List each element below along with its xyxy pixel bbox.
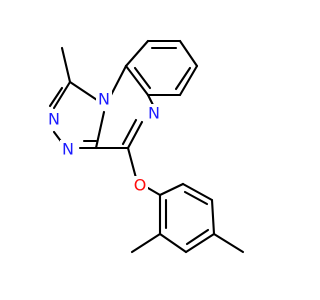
bond: [184, 232, 216, 254]
bond-double-inner: [48, 86, 64, 108]
bond: [178, 64, 199, 97]
atom-n2-label: N: [48, 110, 60, 129]
methyl-bond: [60, 46, 72, 84]
atom-n2: N: [46, 110, 62, 129]
molecule-structure: N N N N O: [46, 39, 245, 254]
benzo-ring: [124, 39, 199, 97]
bond: [158, 232, 188, 254]
bond: [178, 39, 199, 68]
atom-n1-label: N: [98, 90, 110, 109]
bond: [126, 120, 144, 150]
atom-n4-label: N: [148, 104, 160, 123]
dimethylphenyl-ring: [158, 182, 216, 254]
methyl-bond: [212, 232, 245, 254]
bond: [181, 182, 214, 202]
bond: [94, 110, 106, 150]
bond-double-inner: [174, 66, 192, 91]
atom-o1-label: O: [134, 176, 147, 195]
bond: [124, 39, 150, 68]
atom-n3: N: [60, 140, 76, 159]
bond-double-inner: [183, 190, 209, 206]
bond: [108, 64, 128, 99]
atom-n4: N: [146, 104, 162, 123]
methyl-bond: [130, 232, 162, 254]
bond-double-inner: [185, 228, 210, 246]
bond: [126, 146, 138, 180]
bond: [210, 198, 216, 236]
atom-o1: O: [132, 176, 148, 195]
atom-n3-label: N: [62, 140, 74, 159]
bond-double-inner: [133, 66, 152, 90]
bond: [52, 80, 72, 110]
bond: [146, 186, 162, 197]
molecule-figure: N N N N O: [46, 39, 245, 254]
atom-labels: N N N N O: [46, 90, 162, 195]
atom-n1: N: [96, 90, 112, 109]
bond: [124, 64, 150, 97]
bond: [158, 182, 185, 197]
bond: [68, 80, 102, 104]
pyrazine-ring: [94, 64, 156, 150]
bond-double-inner: [121, 118, 138, 146]
